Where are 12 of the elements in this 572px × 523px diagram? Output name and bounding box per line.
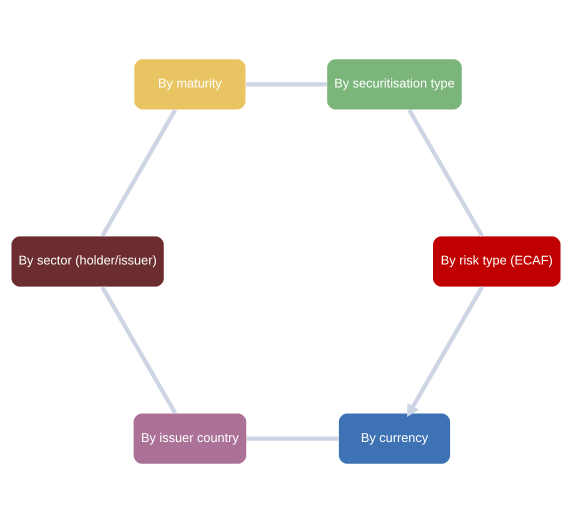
node-box: By securitisation type (326, 58, 462, 110)
connector (100, 286, 177, 414)
node-box: By maturity (134, 58, 246, 110)
connector (100, 108, 177, 237)
node-box: By risk type (ECAF) (432, 236, 562, 288)
connector (246, 82, 327, 86)
arrow (406, 286, 484, 418)
connector (407, 108, 484, 237)
node-box: By issuer country (132, 412, 247, 465)
connector (246, 436, 338, 441)
node-box: By currency (338, 412, 451, 465)
node-box: By sector (holder/issuer) (10, 236, 164, 288)
